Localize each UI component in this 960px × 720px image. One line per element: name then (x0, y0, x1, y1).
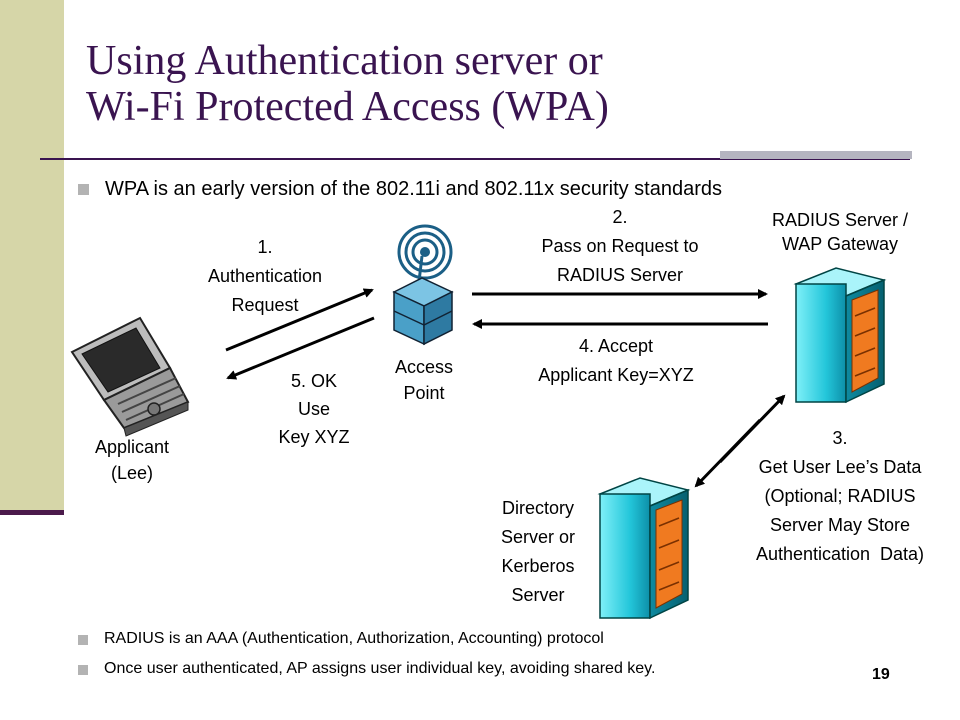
radius-server-label: RADIUS Server / WAP Gateway (771, 210, 909, 254)
bullet-main: WPA is an early version of the 802.11i a… (78, 178, 722, 201)
laptop-icon (70, 316, 190, 437)
title-rule-accent (720, 151, 912, 159)
arrow-step5 (226, 316, 375, 380)
bullet-key-text: Once user authenticated, AP assigns user… (104, 660, 656, 677)
step3-label: 3. Get User Lee’s Data (Optional; RADIUS… (755, 428, 925, 564)
step2-label: 2. Pass on Request to RADIUS Server (541, 207, 699, 285)
bullet-square-icon (78, 635, 88, 645)
bullet-main-text: WPA is an early version of the 802.11i a… (105, 178, 723, 200)
step1-label: 1. Authentication Request (207, 237, 323, 315)
arrow-step1 (225, 288, 374, 352)
title-line-2: Wi-Fi Protected Access (WPA) (86, 84, 609, 130)
step4-label: 4. Accept Applicant Key=XYZ (538, 336, 694, 385)
directory-server-icon (597, 477, 691, 620)
slide-title: Using Authentication server or Wi-Fi Pro… (86, 38, 609, 130)
step5-label: 5. OK Use Key XYZ (278, 371, 350, 447)
arrow-step3-up (718, 394, 786, 464)
bullet-square-icon (78, 665, 88, 675)
title-line-1: Using Authentication server or (86, 38, 603, 84)
bullet-radius-text: RADIUS is an AAA (Authentication, Author… (104, 630, 604, 647)
access-point-label: Access Point (394, 357, 454, 403)
wireless-access-point-icon (392, 224, 454, 346)
bullet-key: Once user authenticated, AP assigns user… (78, 660, 655, 678)
page-number: 19 (872, 666, 890, 683)
applicant-label: Applicant (Lee) (94, 437, 170, 483)
directory-server-label: Directory Server or Kerberos Server (500, 498, 576, 605)
bullet-radius: RADIUS is an AAA (Authentication, Author… (78, 630, 604, 648)
bullet-square-icon (78, 184, 89, 195)
title-rule (40, 158, 910, 160)
radius-server-icon (793, 267, 887, 404)
sidebar-band (0, 0, 64, 512)
sidebar-underline (0, 510, 64, 515)
